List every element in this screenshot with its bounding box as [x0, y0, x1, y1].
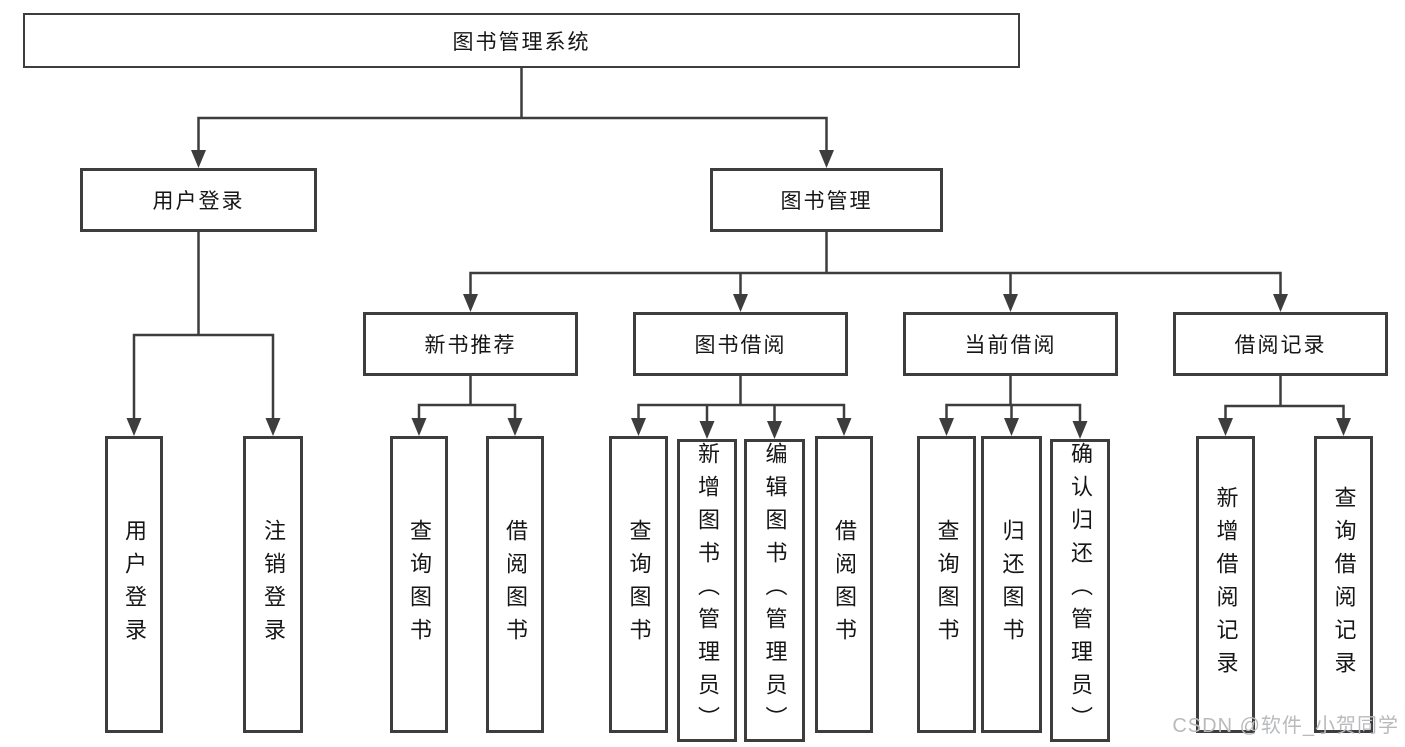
arrowheads [126, 150, 1351, 439]
leaf-query-book-current-label: 查询图书 [934, 518, 960, 651]
leaf-return-book-label: 归还图书 [999, 518, 1025, 651]
node-branch-user-login: 用户登录 [80, 168, 317, 232]
connector-book-management-to-modules [469, 230, 1282, 298]
csdn-watermark: CSDN @软件_小贺同学 [1172, 715, 1399, 737]
connector-borrow-record-to-leaves [1224, 374, 1345, 422]
leaf-add-borrow-record-label: 新增借阅记录 [1213, 485, 1239, 684]
leaf-query-book-borrow: 查询图书 [609, 436, 668, 733]
leaf-query-borrow-record: 查询借阅记录 [1314, 436, 1373, 733]
leaf-logout-login-label: 注销登录 [261, 518, 286, 651]
node-module-current-borrow: 当前借阅 [903, 312, 1118, 376]
leaf-user-login: 用户登录 [105, 436, 163, 733]
connector-root-to-branches [197, 66, 828, 154]
node-module-book-borrow: 图书借阅 [633, 312, 848, 376]
leaf-borrow-book-newbook: 借阅图书 [486, 436, 544, 733]
leaf-query-book-newbook: 查询图书 [390, 436, 448, 733]
leaf-borrow-book-borrow-label: 借阅图书 [832, 518, 857, 651]
node-module-book-borrow-label: 图书借阅 [694, 334, 787, 357]
node-module-current-borrow-label: 当前借阅 [964, 334, 1057, 357]
node-module-borrow-record: 借阅记录 [1173, 312, 1388, 376]
node-root-system-label: 图书管理系统 [452, 30, 591, 54]
leaf-query-book-current: 查询图书 [917, 436, 976, 733]
node-root-system: 图书管理系统 [23, 13, 1020, 68]
leaf-add-book-admin: 新增图书（管理员） [677, 439, 737, 742]
leaf-return-book: 归还图书 [981, 436, 1042, 733]
node-module-new-book-label: 新书推荐 [424, 334, 517, 357]
leaf-confirm-return-admin: 确认归还（管理员） [1050, 439, 1110, 742]
leaf-confirm-return-admin-label: 确认归还（管理员） [1068, 442, 1093, 739]
leaf-borrow-book-borrow: 借阅图书 [815, 436, 873, 733]
leaf-edit-book-admin: 编辑图书（管理员） [744, 439, 805, 742]
leaf-add-borrow-record: 新增借阅记录 [1196, 436, 1255, 733]
leaf-logout-login: 注销登录 [243, 436, 303, 733]
leaf-edit-book-admin-label: 编辑图书（管理员） [762, 442, 788, 739]
connector-book-borrow-to-leaves [637, 374, 846, 425]
leaf-borrow-book-newbook-label: 借阅图书 [503, 518, 528, 651]
connector-user-login-to-leaves [132, 230, 275, 422]
node-branch-book-management: 图书管理 [710, 168, 943, 232]
leaf-query-book-newbook-label: 查询图书 [407, 518, 432, 651]
leaf-user-login-label: 用户登录 [122, 518, 147, 651]
node-module-new-book: 新书推荐 [363, 312, 578, 376]
node-module-borrow-record-label: 借阅记录 [1234, 334, 1327, 357]
leaf-query-book-borrow-label: 查询图书 [626, 518, 652, 651]
node-branch-book-management-label: 图书管理 [780, 190, 873, 213]
connector-current-borrow-to-leaves [945, 374, 1082, 425]
leaf-query-borrow-record-label: 查询借阅记录 [1331, 485, 1357, 684]
connector-new-book-to-leaves [417, 374, 517, 422]
leaf-add-book-admin-label: 新增图书（管理员） [695, 442, 720, 739]
node-branch-user-login-label: 用户登录 [152, 190, 245, 213]
